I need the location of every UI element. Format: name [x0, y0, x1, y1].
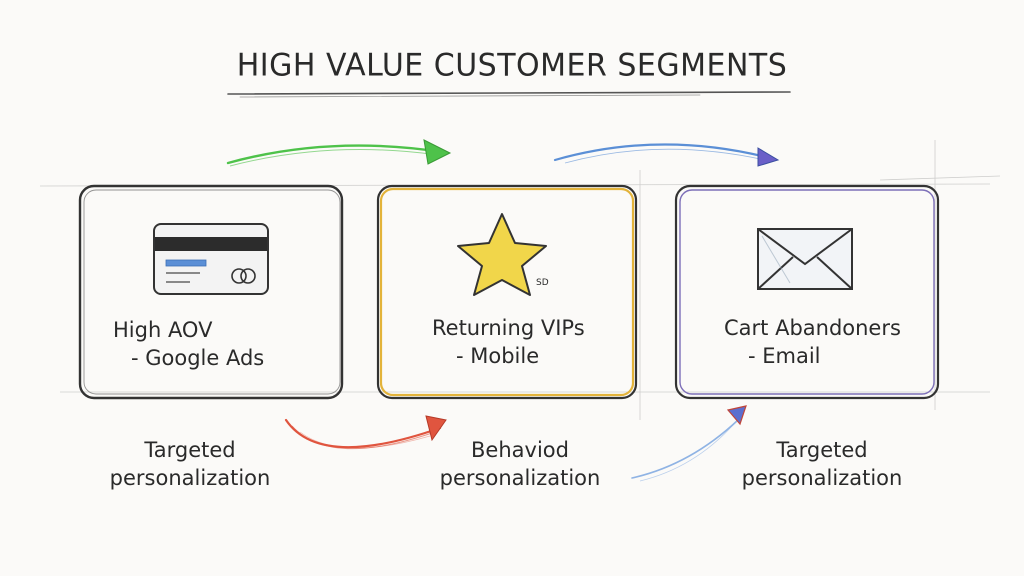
card-returning-vips: [376, 184, 638, 400]
card-returning-vips-label: Returning VIPs - Mobile: [432, 314, 585, 370]
caption-3-line2: personalization: [741, 466, 903, 490]
blue-arrow: [553, 143, 780, 167]
star-icon: [457, 213, 547, 296]
envelope-icon: [757, 228, 853, 290]
credit-card-icon: [153, 223, 269, 295]
card-high-aov-line2: - Google Ads: [131, 346, 265, 370]
caption-3: Targeted personalization: [734, 436, 910, 492]
caption-2-line1: Behaviod: [471, 438, 569, 462]
caption-2-line2: personalization: [439, 466, 601, 490]
card-cart-abandoners: [674, 184, 940, 400]
page-title: HIGH VALUE CUSTOMER SEGMENTS: [236, 47, 788, 84]
caption-2: Behaviod personalization: [432, 436, 608, 492]
card-high-aov: [78, 184, 344, 400]
caption-1-line2: personalization: [109, 466, 271, 490]
blue-arrow-bottom: [631, 405, 747, 482]
red-arrow: [284, 415, 447, 450]
card-returning-vips-line2: - Mobile: [456, 344, 540, 368]
caption-1: Targeted personalization: [102, 436, 278, 492]
star-note: SD: [536, 278, 549, 288]
green-arrow: [226, 139, 452, 167]
title-underline: [227, 91, 791, 98]
caption-1-line1: Targeted: [144, 438, 236, 462]
card-returning-vips-line1: Returning VIPs: [432, 316, 585, 340]
card-high-aov-label: High AOV - Google Ads: [113, 316, 264, 372]
card-cart-abandoners-line2: - Email: [748, 344, 821, 368]
card-cart-abandoners-label: Cart Abandoners - Email: [724, 314, 901, 370]
caption-3-line1: Targeted: [776, 438, 868, 462]
card-high-aov-line1: High AOV: [113, 318, 213, 342]
card-cart-abandoners-line1: Cart Abandoners: [724, 316, 901, 340]
